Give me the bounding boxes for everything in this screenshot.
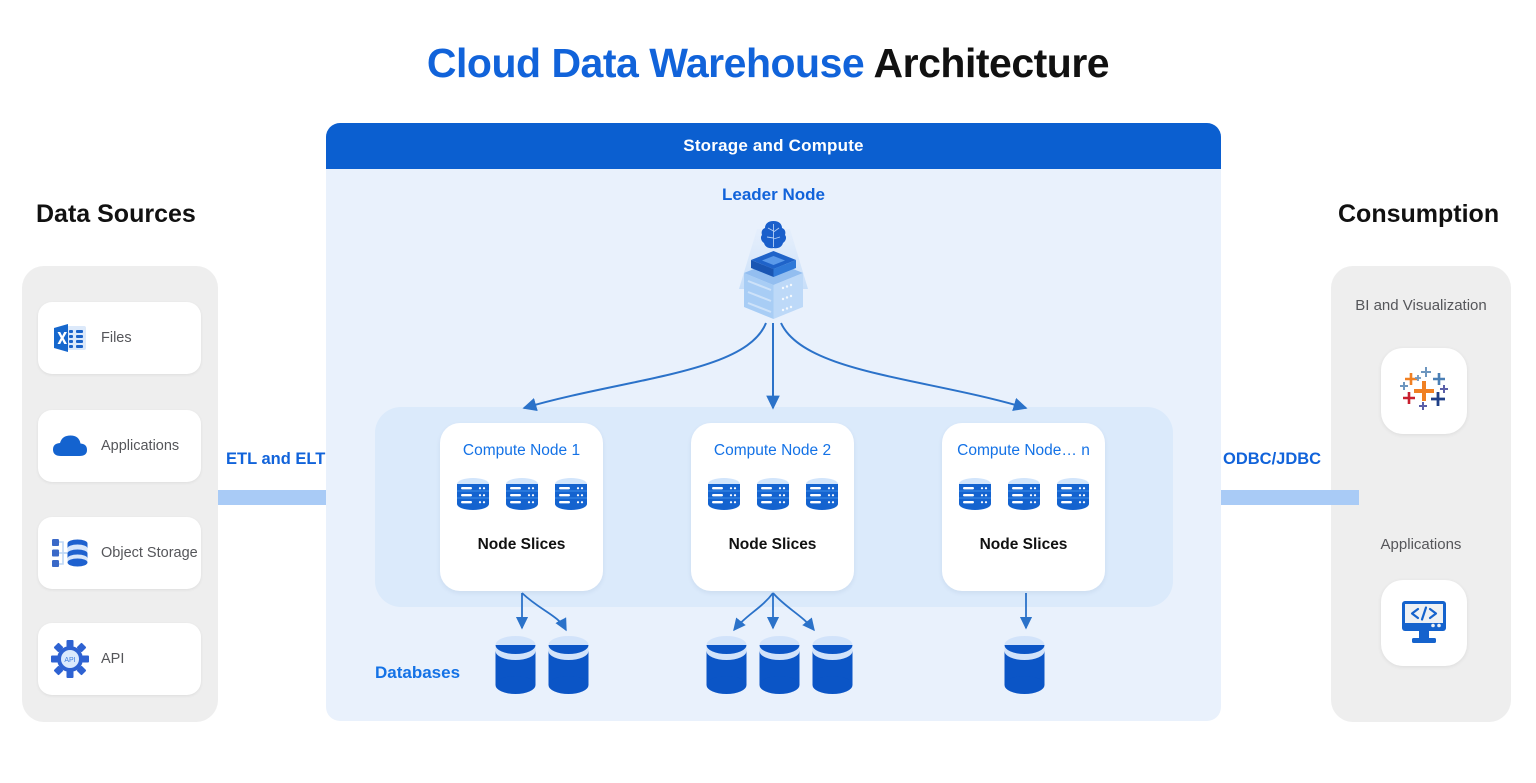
consumption-item-label-bi: BI and Visualization: [1355, 297, 1487, 314]
node-slice-group: [942, 474, 1105, 521]
source-card-label: API: [101, 651, 125, 667]
database-cylinder-icon: [493, 633, 538, 702]
tableau-plus-icon: [1396, 361, 1452, 422]
source-card-label: Object Storage: [101, 545, 198, 561]
node-slice-icon: [801, 474, 843, 521]
leader-node-label: Leader Node: [722, 185, 825, 204]
brain-server-icon: [721, 211, 826, 336]
source-card-object-storage[interactable]: Object Storage: [38, 517, 201, 589]
node-slice-icon: [452, 474, 494, 521]
database-cylinder-icon: [757, 633, 802, 702]
node-slice-icon: [501, 474, 543, 521]
consumption-item-label-applications: Applications: [1380, 536, 1462, 553]
source-card-label: Files: [101, 330, 132, 346]
node-slice-icon: [954, 474, 996, 521]
node-slice-group: [440, 474, 603, 521]
excel-file-icon: [50, 318, 90, 358]
compute-node-footer: Node Slices: [728, 536, 817, 553]
compute-node-footer: Node Slices: [979, 536, 1068, 553]
api-gear-icon: API: [50, 639, 90, 679]
node-slice-icon: [1003, 474, 1045, 521]
monitor-code-icon: [1397, 595, 1451, 652]
compute-node-title: Compute Node 1: [462, 442, 581, 459]
odbc-connector-label: ODBC/JDBC: [1223, 450, 1322, 468]
odbc-connector-bar: [1221, 490, 1359, 505]
consumption-tile-applications[interactable]: [1381, 580, 1467, 666]
database-cylinder-icon: [546, 633, 591, 702]
database-cluster: [704, 633, 855, 702]
compute-node-card[interactable]: Compute Node… n: [942, 423, 1105, 591]
source-card-label: Applications: [101, 438, 180, 454]
data-sources-heading: Data Sources: [36, 200, 196, 228]
compute-node-footer: Node Slices: [477, 536, 566, 553]
source-card-files[interactable]: Files: [38, 302, 201, 374]
svg-text:API: API: [64, 657, 75, 664]
page-title: Cloud Data Warehouse Architecture: [0, 40, 1536, 87]
database-cylinder-icon: [810, 633, 855, 702]
compute-node-card[interactable]: Compute Node 2: [691, 423, 854, 591]
database-cluster: [1002, 633, 1047, 702]
source-card-api[interactable]: API API: [38, 623, 201, 695]
page-title-accent: Cloud Data Warehouse: [426, 40, 865, 86]
database-cylinder-icon: [1002, 633, 1047, 702]
compute-node-title: Compute Node 2: [713, 442, 832, 459]
consumption-tile-bi[interactable]: [1381, 348, 1467, 434]
node-slice-group: [691, 474, 854, 521]
object-storage-icon: [50, 533, 90, 573]
node-slice-icon: [703, 474, 745, 521]
etl-connector-label: ETL and ELT: [226, 450, 326, 468]
compute-node-title: Compute Node… n: [957, 442, 1090, 459]
node-slice-icon: [550, 474, 592, 521]
cloud-icon: [50, 426, 90, 466]
page-title-plain: Architecture: [864, 40, 1110, 86]
database-cylinder-icon: [704, 633, 749, 702]
storage-and-compute-header: Storage and Compute: [326, 123, 1221, 169]
consumption-heading: Consumption: [1338, 200, 1500, 228]
databases-label: Databases: [375, 663, 461, 682]
source-card-applications[interactable]: Applications: [38, 410, 201, 482]
database-cluster: [493, 633, 591, 702]
node-slice-icon: [1052, 474, 1094, 521]
compute-node-card[interactable]: Compute Node 1: [440, 423, 603, 591]
node-slice-icon: [752, 474, 794, 521]
storage-and-compute-panel: Storage and Compute: [326, 123, 1221, 721]
